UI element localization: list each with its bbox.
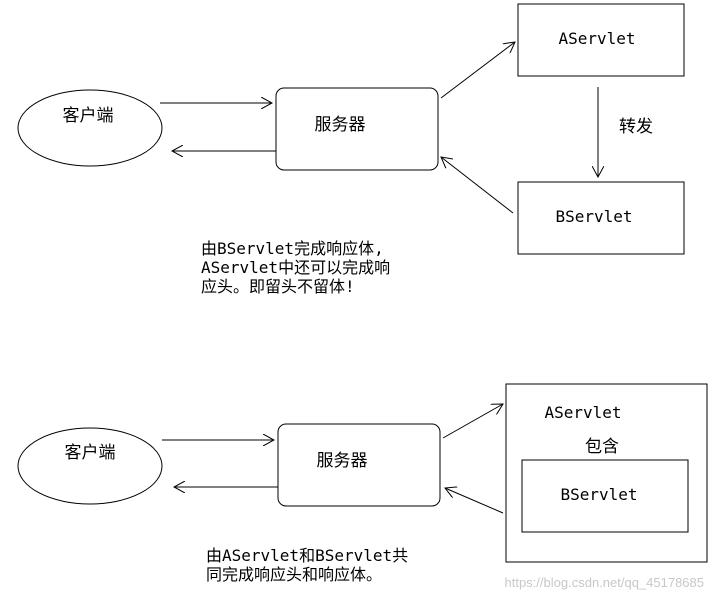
note-top-line: 应头。即留头不留体!: [201, 277, 355, 296]
servlet-b-box-top: [517, 181, 685, 255]
return-arrow-bottom: [445, 488, 504, 514]
note-top: 由BServlet完成响应体, AServlet中还可以完成响 应头。即留头不留…: [201, 239, 390, 296]
note-bottom: 由AServlet和BServlet共 同完成响应头和响应体。: [206, 546, 408, 584]
servlet-b-label-top: BServlet: [555, 207, 632, 226]
servlet-b-box-bottom: [521, 459, 689, 533]
servlet-b-label-bottom: BServlet: [560, 485, 637, 504]
client-ellipse-bottom: [17, 427, 163, 505]
watermark: https://blog.csdn.net/qq_45178685: [504, 575, 705, 590]
client-ellipse-top: [17, 89, 163, 167]
client-label-top: 客户端: [63, 106, 114, 126]
server-label-top: 服务器: [315, 115, 366, 135]
note-bottom-line: 同完成响应头和响应体。: [206, 565, 383, 584]
server-label-bottom: 服务器: [317, 451, 368, 471]
servlet-a-label-top: AServlet: [558, 29, 635, 48]
note-top-line: 由BServlet完成响应体,: [201, 239, 384, 258]
dispatch-arrow-bottom: [442, 404, 503, 439]
server-box-bottom: [277, 423, 441, 507]
server-box-top: [275, 87, 439, 171]
servlet-a-label-bottom: AServlet: [544, 403, 621, 422]
note-bottom-line: 由AServlet和BServlet共: [206, 546, 409, 565]
return-arrow-top: [441, 157, 514, 214]
forward-label: 转发: [619, 117, 653, 137]
servlet-a-box-top: [517, 3, 685, 77]
client-label-bottom: 客户端: [65, 443, 116, 463]
note-top-line: AServlet中还可以完成响: [201, 258, 391, 277]
dispatch-arrow-top: [440, 42, 515, 99]
include-label: 包含: [585, 437, 619, 457]
